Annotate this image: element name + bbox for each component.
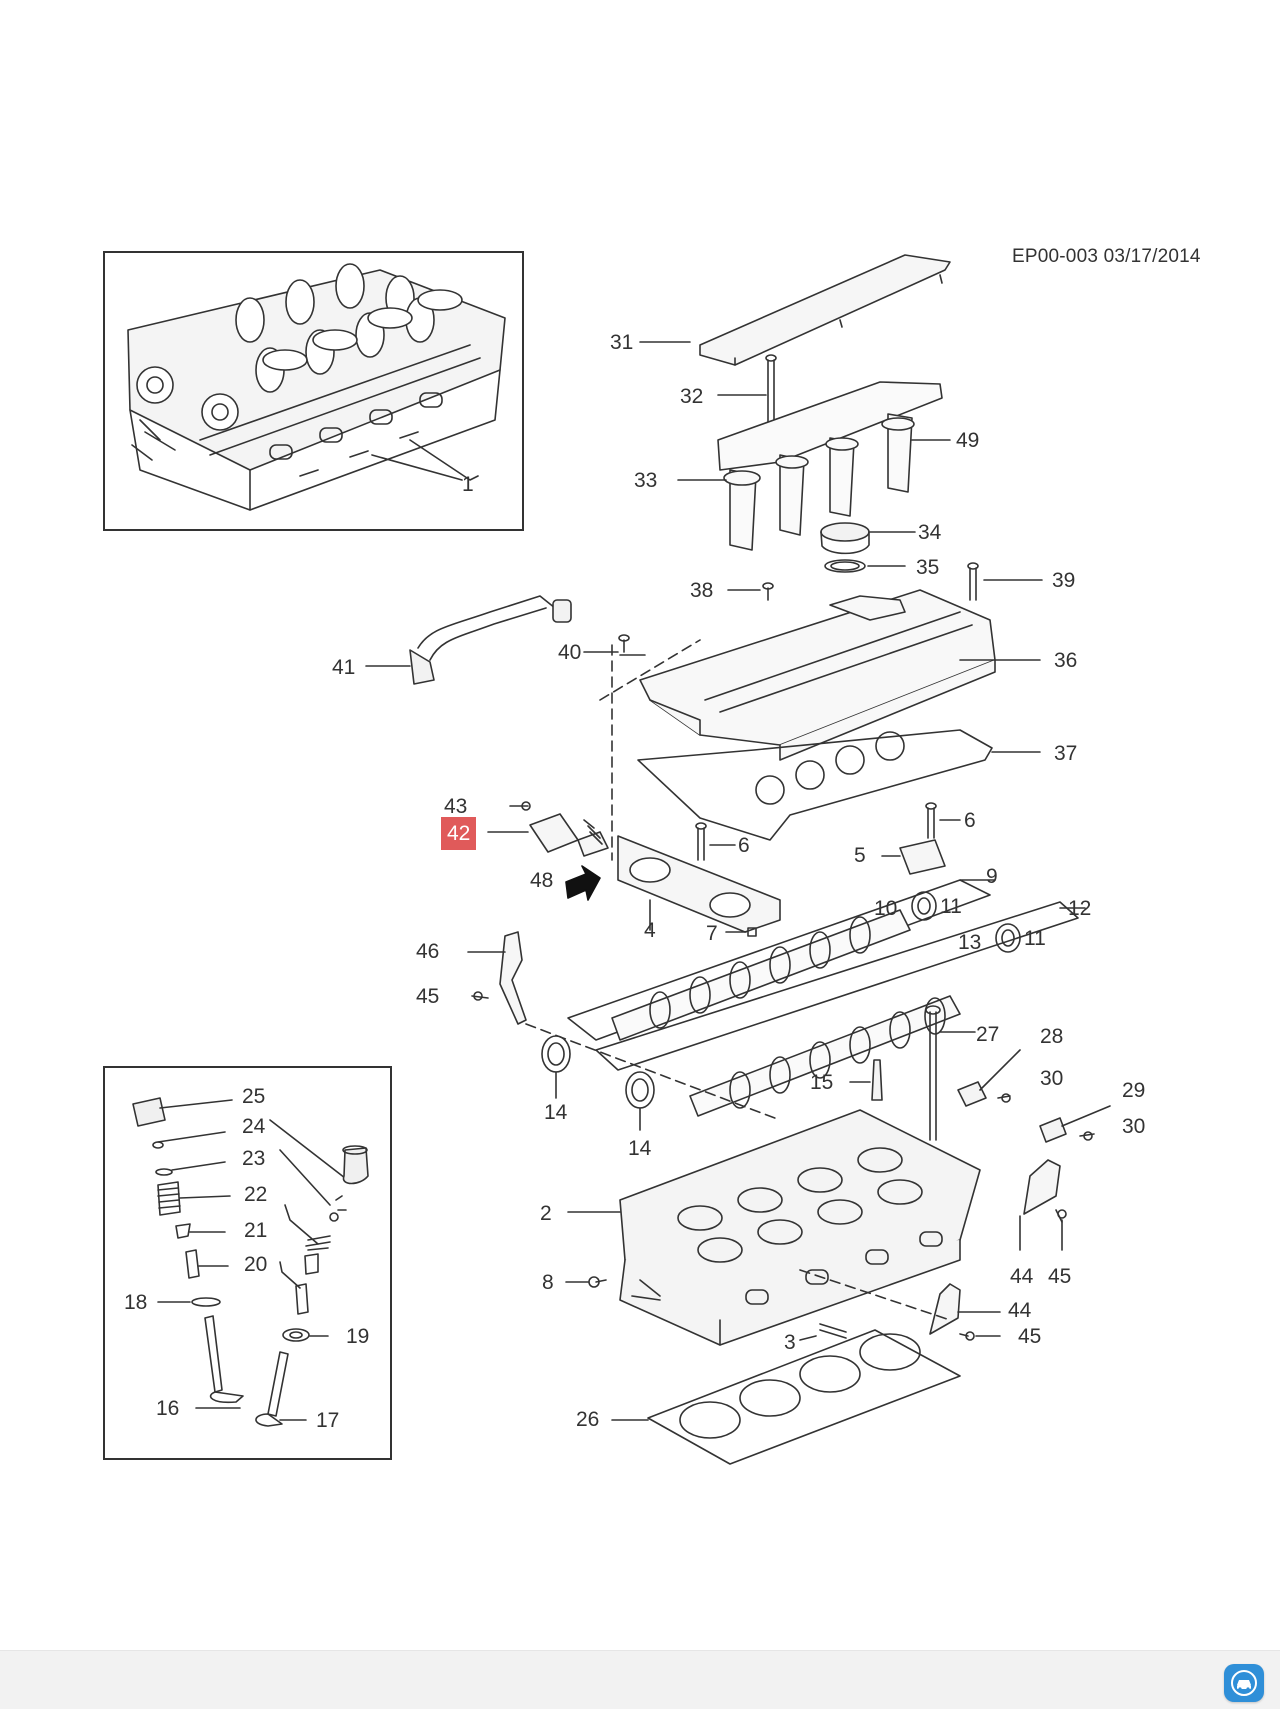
valve-train-drawing: [132, 1097, 369, 1427]
callout-45: 45: [1048, 1265, 1072, 1288]
callout-8: 8: [542, 1271, 554, 1294]
cylinder-head-drawing: [619, 1109, 981, 1346]
callout-37: 37: [1054, 742, 1078, 765]
callout-17: 17: [316, 1409, 340, 1432]
callout-20: 20: [244, 1253, 268, 1276]
callout-30: 30: [1040, 1067, 1064, 1090]
callout-11: 11: [940, 895, 962, 918]
callout-43: 43: [444, 795, 468, 818]
callout-35: 35: [916, 556, 940, 579]
callout-45: 45: [1018, 1325, 1042, 1348]
callout-1: 1: [462, 473, 474, 496]
callout-27: 27: [976, 1023, 1000, 1046]
callout-22: 22: [244, 1183, 268, 1206]
pcv-hose-drawing: [409, 595, 572, 685]
inset-valve-train: [103, 1066, 392, 1460]
callout-3: 3: [784, 1331, 796, 1354]
callout-19: 19: [346, 1325, 370, 1348]
direction-arrow-icon: [565, 865, 601, 901]
callout-49: 49: [956, 429, 980, 452]
head-gasket-drawing: [647, 1329, 961, 1465]
callout-18: 18: [124, 1291, 148, 1314]
callout-9: 9: [986, 865, 998, 888]
camshaft-cover-drawing: [639, 589, 996, 761]
callout-31: 31: [610, 331, 634, 354]
callout-41: 41: [332, 656, 356, 679]
callout-21: 21: [244, 1219, 268, 1242]
callout-6: 6: [738, 834, 750, 857]
oil-control-solenoid-drawing: [529, 813, 609, 857]
callout-16: 16: [156, 1397, 180, 1420]
callout-45: 45: [416, 985, 440, 1008]
car-icon: [1231, 1670, 1257, 1696]
callout-44: 44: [1008, 1299, 1032, 1322]
callout-39: 39: [1052, 569, 1076, 592]
callout-34: 34: [918, 521, 942, 544]
callout-13: 13: [958, 931, 982, 954]
callout-2: 2: [540, 1202, 552, 1225]
callout-14: 14: [544, 1101, 568, 1124]
callout-6: 6: [964, 809, 976, 832]
callout-23: 23: [242, 1147, 266, 1170]
document-id: EP00-003 03/17/2014: [1012, 246, 1201, 267]
callout-36: 36: [1054, 649, 1078, 672]
callout-7: 7: [706, 922, 718, 945]
callout-30: 30: [1122, 1115, 1146, 1138]
exhaust-camshaft-box: [595, 901, 1079, 1071]
assembled-head-drawing: [127, 263, 506, 511]
callout-4: 4: [644, 919, 656, 942]
callout-25: 25: [242, 1085, 266, 1108]
callout-33: 33: [634, 469, 658, 492]
callout-10: 10: [874, 897, 898, 920]
cam-bearing-cap-drawing: [617, 835, 781, 933]
callout-48: 48: [530, 869, 554, 892]
callout-46: 46: [416, 940, 440, 963]
car-app-icon[interactable]: [1224, 1664, 1264, 1702]
ignition-coil-cover: [699, 254, 951, 366]
callout-29: 29: [1122, 1079, 1146, 1102]
ignition-coil-drawing: [717, 381, 943, 551]
intake-camshaft-box: [567, 879, 991, 1041]
callout-26: 26: [576, 1408, 600, 1431]
camshaft-drawing: [611, 909, 961, 1117]
callout-24: 24: [242, 1115, 266, 1138]
bottom-toolbar: [0, 1650, 1280, 1709]
callout-32: 32: [680, 385, 704, 408]
callout-38: 38: [690, 579, 714, 602]
cover-gasket-drawing: [637, 729, 993, 841]
callout-42-highlighted: 42: [441, 817, 477, 850]
callout-14: 14: [628, 1137, 652, 1160]
callout-12: 12: [1068, 897, 1092, 920]
callout-44: 44: [1010, 1265, 1034, 1288]
exploded-parts-drawing: [127, 254, 1111, 1465]
callout-11: 11: [1024, 927, 1046, 950]
callout-5: 5: [854, 844, 866, 867]
callout-15: 15: [810, 1071, 834, 1094]
callout-40: 40: [558, 641, 582, 664]
diagram-page: EP00-003 03/17/2014: [103, 246, 1201, 1465]
callout-28: 28: [1040, 1025, 1064, 1048]
